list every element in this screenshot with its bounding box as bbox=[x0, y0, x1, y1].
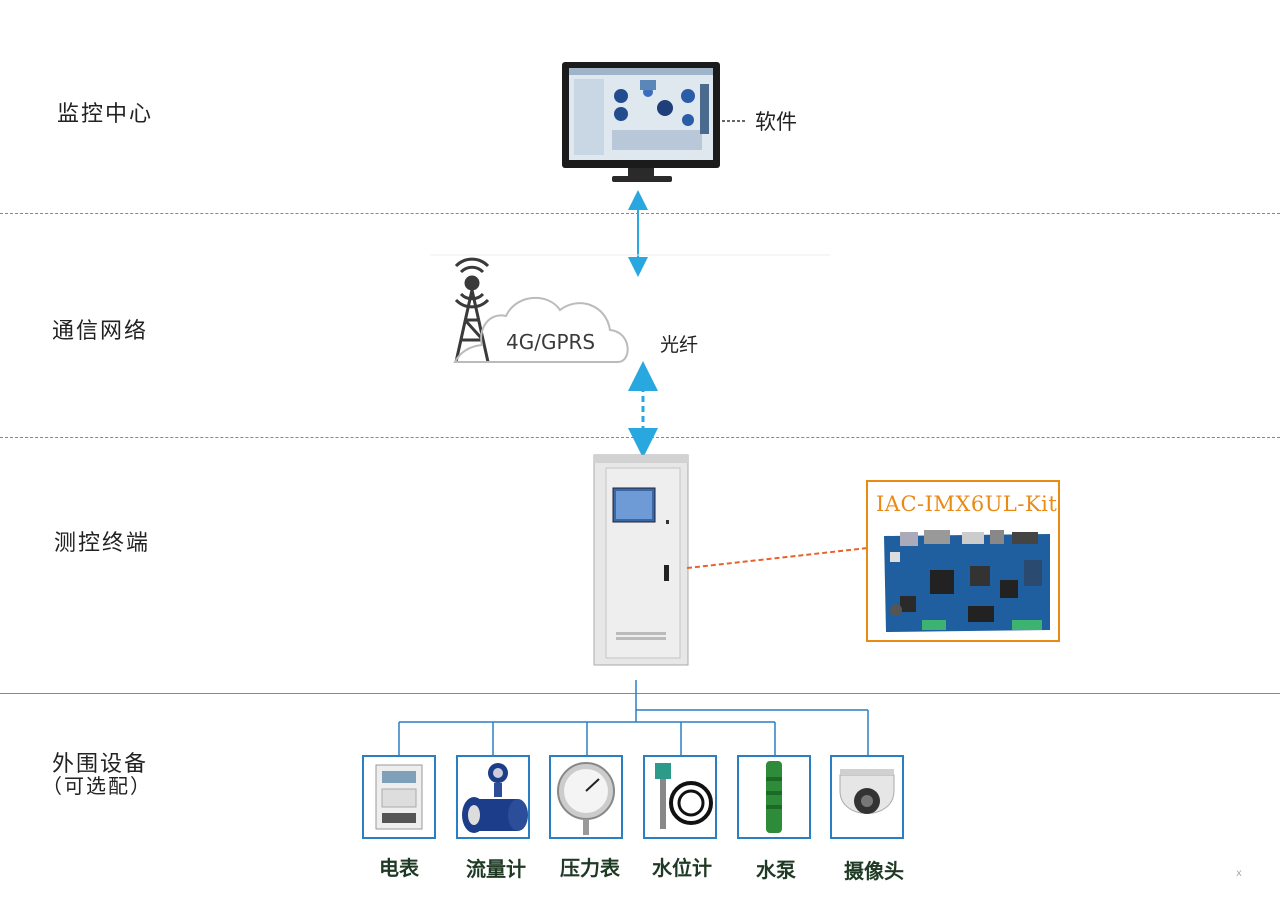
device-label-electric-meter: 电表 bbox=[379, 856, 419, 880]
layer-label-monitor-center: 监控中心 bbox=[57, 102, 154, 127]
software-label: 软件 bbox=[755, 110, 797, 134]
layer-label-comm-network: 通信网络 bbox=[52, 319, 149, 344]
layer-label-peripheral-note: （可选配） bbox=[42, 774, 152, 798]
device-label-flowmeter: 流量计 bbox=[466, 857, 526, 881]
camera-icon bbox=[839, 769, 895, 814]
device-label-camera: 摄像头 bbox=[844, 859, 904, 883]
device-box-electric-meter bbox=[362, 755, 436, 839]
device-box-water-level-sensor bbox=[643, 755, 717, 839]
water-level-sensor-icon bbox=[655, 763, 713, 829]
device-label-pressure-gauge: 压力表 bbox=[560, 856, 620, 880]
device-label-water-level-sensor: 水位计 bbox=[652, 856, 712, 880]
device-label-water-pump: 水泵 bbox=[756, 858, 796, 882]
flowmeter-icon bbox=[462, 763, 528, 833]
layer-label-control-terminal: 测控终端 bbox=[54, 531, 151, 556]
device-box-camera bbox=[830, 755, 904, 839]
antenna-tower-icon bbox=[454, 257, 490, 363]
corner-mark: ⅹ bbox=[1236, 868, 1242, 879]
board-title: IAC-IMX6UL-Kit bbox=[876, 492, 1058, 516]
device-box-flowmeter bbox=[456, 755, 530, 839]
water-pump-icon bbox=[766, 761, 782, 833]
separator-3 bbox=[0, 693, 1280, 694]
board-connector bbox=[686, 547, 869, 569]
cloud-icon bbox=[453, 296, 629, 363]
monitor-icon bbox=[562, 62, 720, 182]
peripheral-tree-lines bbox=[398, 680, 869, 757]
electric-meter-icon bbox=[375, 764, 423, 830]
device-box-pressure-gauge bbox=[549, 755, 623, 839]
control-cabinet-icon bbox=[593, 454, 689, 666]
cloud-label: 4G/GPRS bbox=[506, 330, 596, 354]
device-box-water-pump bbox=[737, 755, 811, 839]
pressure-gauge-icon bbox=[557, 762, 615, 835]
layer-label-peripheral: 外围设备 bbox=[52, 752, 149, 777]
fiber-label: 光纤 bbox=[660, 334, 699, 356]
circuit-board-icon bbox=[884, 530, 1050, 632]
